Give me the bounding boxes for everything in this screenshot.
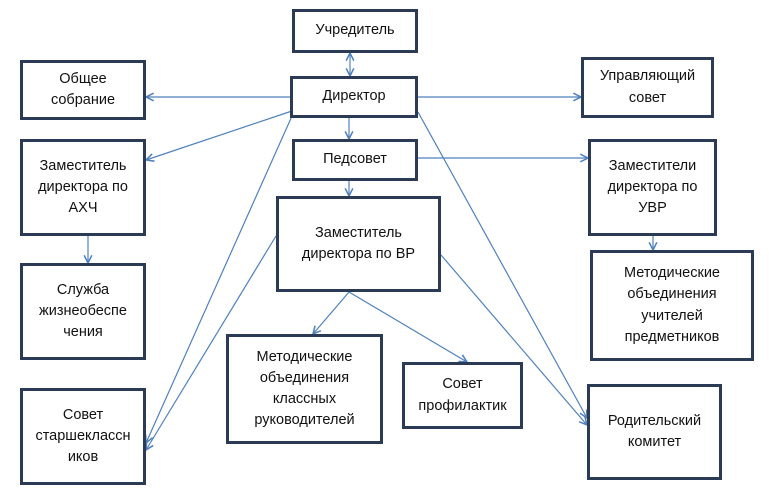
node-method-class-label: Методические объединения классных руково… — [254, 348, 355, 429]
node-deputy-vr-label: Заместитель директора по ВР — [301, 224, 416, 262]
node-general-meeting: Общее собрание — [20, 60, 146, 120]
edge-deputy-vr-method-class — [313, 291, 350, 334]
node-founder-label: Учредитель — [315, 22, 395, 39]
node-method-subject: Методические объединения учителей предме… — [590, 250, 754, 361]
node-deputies-uvr: Заместители директора по УВР — [588, 139, 717, 236]
node-founder: Учредитель — [292, 9, 418, 53]
node-senior-council-label: Совет старшеклассн иков — [35, 406, 131, 465]
edge-deputy-vr-senior-council — [146, 235, 277, 450]
node-parent-committee: Родительский комитет — [587, 384, 722, 480]
node-deputy-ahch-label: Заместитель директора по АХЧ — [38, 157, 128, 216]
node-managing-council: Управляющий совет — [581, 57, 714, 118]
node-prevention-council: Совет профилактик — [402, 362, 523, 429]
edge-deputy-vr-parent-committee — [440, 254, 587, 425]
edge-director-deputy-ahch — [146, 110, 293, 160]
node-deputies-uvr-label: Заместители директора по УВР — [607, 157, 698, 216]
edge-director-senior-council — [146, 115, 293, 443]
node-deputy-vr: Заместитель директора по ВР — [276, 196, 441, 292]
node-method-class: Методические объединения классных руково… — [226, 334, 383, 444]
node-director-label: Директор — [322, 88, 386, 105]
node-deputy-ahch: Заместитель директора по АХЧ — [20, 139, 146, 236]
node-general-meeting-label: Общее собрание — [50, 70, 116, 108]
node-director: Директор — [290, 76, 418, 118]
node-managing-council-label: Управляющий совет — [599, 68, 696, 106]
node-life-support: Служба жизнеобеспе чения — [20, 263, 146, 360]
node-method-subject-label: Методические объединения учителей предме… — [624, 265, 720, 345]
node-life-support-label: Служба жизнеобеспе чения — [39, 281, 127, 340]
edge-director-parent-committee — [417, 111, 587, 418]
node-parent-committee-label: Родительский комитет — [607, 412, 702, 450]
edge-deputy-vr-prevention-council — [348, 291, 467, 362]
node-pedsovet: Педсовет — [292, 139, 418, 181]
node-pedsovet-label: Педсовет — [323, 151, 387, 168]
node-senior-council: Совет старшеклассн иков — [20, 388, 146, 485]
node-prevention-council-label: Совет профилактик — [418, 376, 507, 414]
